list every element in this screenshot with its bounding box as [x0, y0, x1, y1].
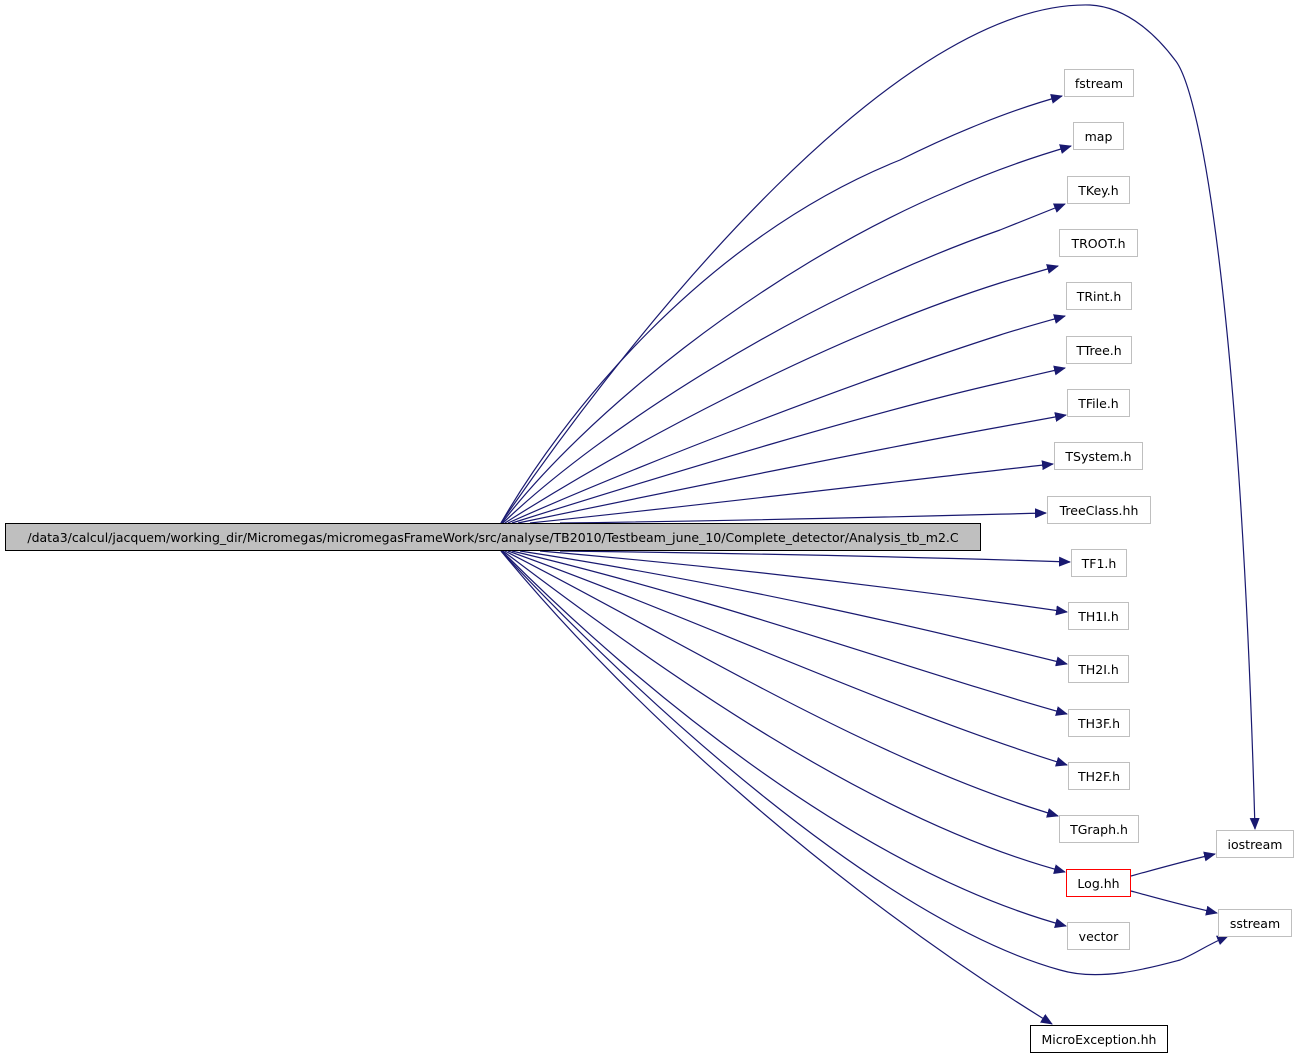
node-sstream[interactable]: sstream [1218, 909, 1292, 937]
node-label: TFile.h [1078, 395, 1119, 411]
edge-root-to-tf1 [559, 550, 1071, 567]
node-label: TSystem.h [1065, 448, 1132, 464]
node-label: map [1084, 128, 1113, 144]
node-vector[interactable]: vector [1067, 922, 1130, 950]
edge-log-to-sstream [1130, 890, 1218, 916]
node-tsystem-h[interactable]: TSystem.h [1054, 442, 1143, 470]
node-label: TreeClass.hh [1059, 502, 1139, 518]
node-th2i-h[interactable]: TH2I.h [1068, 655, 1129, 683]
edge-root-to-th3f [511, 550, 1068, 716]
node-label: TROOT.h [1071, 235, 1126, 251]
node-microexception-hh[interactable]: MicroException.hh [1030, 1025, 1168, 1053]
node-th3f-h[interactable]: TH3F.h [1068, 709, 1130, 737]
node-treeclass-hh[interactable]: TreeClass.hh [1047, 496, 1151, 524]
node-label: TH3F.h [1077, 715, 1121, 731]
node-label: sstream [1229, 915, 1281, 931]
node-ttree-h[interactable]: TTree.h [1066, 336, 1132, 364]
node-tgraph-h[interactable]: TGraph.h [1059, 815, 1139, 843]
node-label: /data3/calcul/jacquem/working_dir/Microm… [27, 529, 959, 545]
node-trint-h[interactable]: TRint.h [1066, 282, 1132, 310]
node-th2f-h[interactable]: TH2F.h [1068, 762, 1130, 790]
node-analysis-tb-m2-c: /data3/calcul/jacquem/working_dir/Microm… [5, 523, 981, 551]
node-label: TH2I.h [1078, 661, 1119, 677]
edge-root-to-fstream [500, 94, 1063, 524]
node-tfile-h[interactable]: TFile.h [1067, 389, 1130, 417]
node-fstream[interactable]: fstream [1064, 69, 1134, 97]
edge-root-to-log [502, 550, 1066, 874]
edge-root-to-sstream [500, 550, 1229, 976]
edge-root-to-ttree [511, 365, 1066, 524]
node-label: Log.hh [1077, 875, 1120, 891]
node-log-hh[interactable]: Log.hh [1066, 869, 1131, 897]
node-iostream[interactable]: iostream [1216, 830, 1294, 858]
edge-root-to-th2f [507, 550, 1068, 767]
edge-root-to-vector [501, 550, 1067, 928]
node-label: iostream [1227, 836, 1283, 852]
edge-root-to-treeclass [559, 508, 1047, 524]
node-label: MicroException.hh [1041, 1031, 1157, 1047]
edge-root-to-microexception [500, 550, 1053, 1025]
node-troot-h[interactable]: TROOT.h [1059, 229, 1138, 257]
node-label: TH2F.h [1077, 768, 1121, 784]
edge-root-to-tgraph [504, 550, 1059, 818]
node-tkey-h[interactable]: TKey.h [1067, 176, 1130, 204]
node-map[interactable]: map [1073, 122, 1124, 150]
node-tf1-h[interactable]: TF1.h [1071, 549, 1127, 577]
edge-root-to-th1i [539, 550, 1068, 616]
node-label: TTree.h [1076, 342, 1122, 358]
edge-root-to-th2i [519, 550, 1068, 667]
edge-root-to-map [501, 144, 1072, 524]
edge-root-to-tkey [502, 203, 1066, 524]
node-label: TRint.h [1076, 288, 1122, 304]
edge-log-to-iostream [1130, 851, 1216, 877]
edge-root-to-iostream [500, 4, 1260, 830]
edge-root-to-trint [507, 314, 1066, 524]
node-label: fstream [1074, 75, 1124, 91]
edge-root-to-tfile [517, 412, 1067, 524]
node-th1i-h[interactable]: TH1I.h [1068, 602, 1129, 630]
edge-root-to-troot [504, 264, 1059, 524]
edge-root-to-tsystem [529, 460, 1054, 524]
node-label: TGraph.h [1070, 821, 1128, 837]
node-label: TH1I.h [1078, 608, 1119, 624]
node-label: vector [1078, 928, 1119, 944]
node-label: TKey.h [1078, 182, 1119, 198]
node-label: TF1.h [1081, 555, 1117, 571]
